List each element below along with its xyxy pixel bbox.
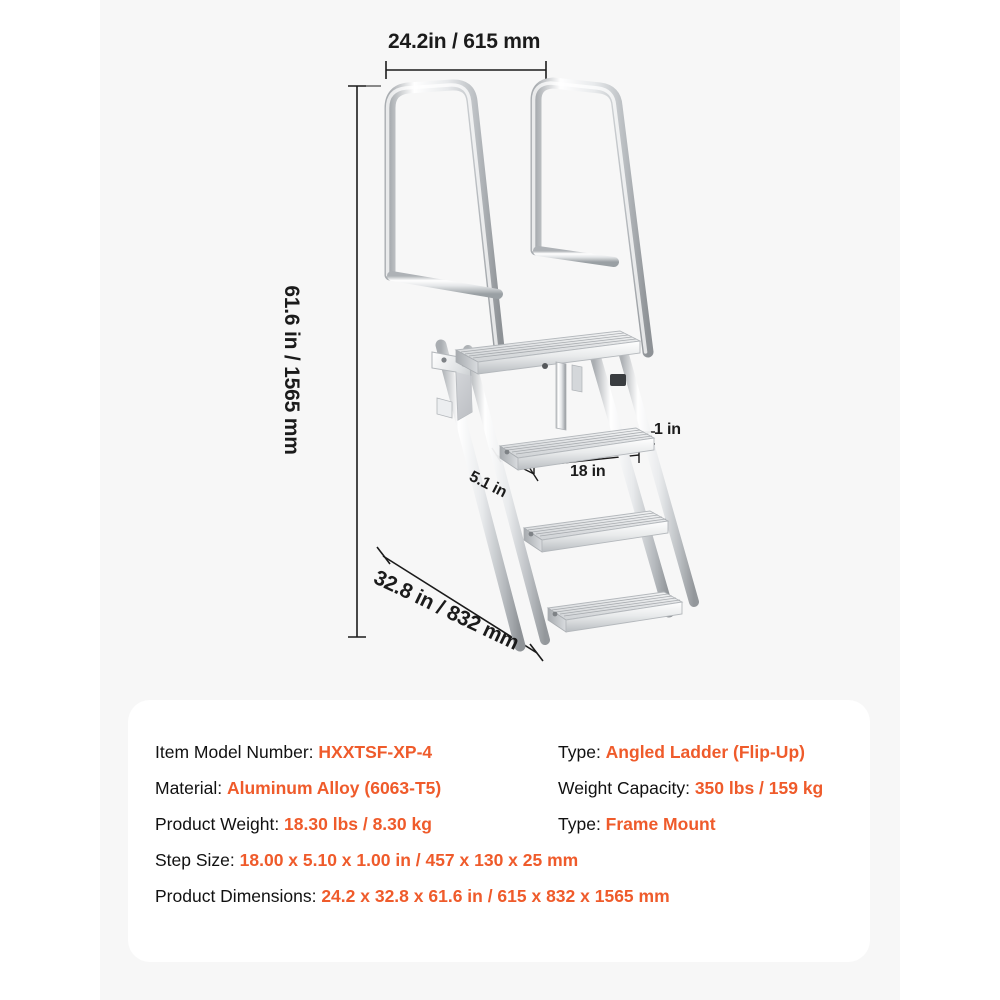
ladder-illustration	[348, 61, 699, 662]
spec-row-item-model-number: Item Model Number: HXXTSF-XP-4	[155, 734, 545, 770]
spec-label: Type:	[558, 814, 606, 834]
product-diagram: 24.2in / 615 mm 61.6 in / 1565 mm 32.8 i…	[280, 30, 699, 662]
mounting-bracket	[431, 351, 473, 421]
spec-value: Aluminum Alloy (6063-T5)	[226, 778, 442, 798]
ladder-step-1	[454, 330, 642, 375]
specification-list: Item Model Number: HXXTSF-XP-4 Type: Ang…	[155, 734, 852, 914]
ladder-step-3	[522, 510, 670, 553]
ladder-step-2	[498, 427, 656, 471]
spec-row-type-mount: Type: Frame Mount	[545, 806, 852, 842]
ladder-assembly	[384, 77, 699, 652]
stringer-rear-left	[435, 339, 550, 652]
dimension-label-overall-height: 61.6 in / 1565 mm	[280, 285, 303, 455]
spec-value: Frame Mount	[605, 814, 716, 834]
stringer-front-right	[588, 343, 699, 618]
spec-label: Step Size:	[155, 850, 240, 870]
spec-value: 18.30 lbs / 8.30 kg	[284, 814, 432, 834]
spec-label: Type:	[558, 742, 606, 762]
spec-row-type-style: Type: Angled Ladder (Flip-Up)	[545, 734, 852, 770]
spec-label: Weight Capacity:	[558, 778, 695, 798]
spec-value: 350 lbs / 159 kg	[694, 778, 824, 798]
handrail-right	[530, 77, 654, 358]
spec-value: Angled Ladder (Flip-Up)	[605, 742, 805, 762]
handrail-left	[384, 79, 506, 363]
spec-value: 18.00 x 5.10 x 1.00 in / 457 x 130 x 25 …	[239, 850, 579, 870]
spec-value: HXXTSF-XP-4	[318, 742, 433, 762]
dimension-line-width	[385, 61, 547, 79]
spec-label: Product Weight:	[155, 814, 285, 834]
spec-row-material: Material: Aluminum Alloy (6063-T5)	[155, 770, 545, 806]
spec-row-product-dimensions: Product Dimensions: 24.2 x 32.8 x 61.6 i…	[155, 878, 852, 914]
dimension-line-height	[348, 85, 366, 638]
specification-card: Item Model Number: HXXTSF-XP-4 Type: Ang…	[128, 700, 870, 962]
dimension-line-depth	[376, 546, 544, 662]
dimension-label-overall-width: 24.2in / 615 mm	[388, 30, 541, 53]
spec-label: Item Model Number:	[155, 742, 319, 762]
dimension-label-step-thickness: 1 in	[654, 421, 681, 438]
spec-label: Material:	[155, 778, 227, 798]
ladder-step-4	[546, 591, 684, 633]
spec-value: 24.2 x 32.8 x 61.6 in / 615 x 832 x 1565…	[321, 886, 670, 906]
spec-row-weight-capacity: Weight Capacity: 350 lbs / 159 kg	[545, 770, 852, 806]
dimension-label-step-width: 18 in	[570, 463, 606, 480]
spec-row-step-size: Step Size: 18.00 x 5.10 x 1.00 in / 457 …	[155, 842, 852, 878]
spec-row-product-weight: Product Weight: 18.30 lbs / 8.30 kg	[155, 806, 545, 842]
latch-hardware	[542, 361, 626, 431]
spec-label: Product Dimensions:	[155, 886, 322, 906]
